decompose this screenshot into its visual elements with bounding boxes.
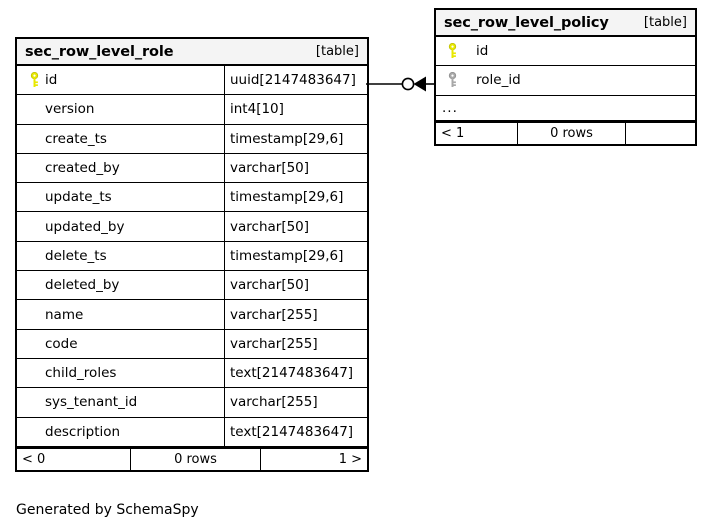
column-type-text: text[2147483647]	[230, 423, 354, 440]
relationship-connector-role-id-to-policy-role-id[interactable]	[366, 66, 440, 106]
column-type-text: varchar[255]	[230, 335, 318, 352]
column-name-cell: id	[17, 66, 225, 95]
column-name-text: updated_by	[45, 218, 125, 235]
table-sec-row-level-policy[interactable]: sec_row_level_policy [table] id	[434, 8, 697, 146]
table-row[interactable]: code varchar[255]	[17, 329, 367, 359]
yellow-key-icon	[440, 43, 464, 59]
column-name-text: delete_ts	[45, 247, 107, 264]
column-name-cell: updated_by	[17, 212, 225, 241]
table-row[interactable]: role_id	[436, 66, 695, 96]
column-type-text: text[2147483647]	[230, 365, 354, 382]
column-name-cell: deleted_by	[17, 271, 225, 300]
table-footer: < 1 0 rows	[436, 120, 695, 144]
column-type-text: varchar[50]	[230, 160, 310, 177]
column-name-text: role_id	[476, 72, 521, 89]
column-name-cell: id	[436, 37, 695, 65]
table-row[interactable]: name varchar[255]	[17, 300, 367, 330]
table-row[interactable]: sys_tenant_id varchar[255]	[17, 388, 367, 418]
column-type-text: varchar[255]	[230, 394, 318, 411]
column-name-text: created_by	[45, 160, 120, 177]
footer-row-count: 0 rows	[518, 122, 626, 144]
column-type-text: timestamp[29,6]	[230, 189, 344, 206]
column-name-text: id	[476, 43, 489, 60]
table-header: sec_row_level_role [table]	[17, 39, 367, 66]
column-name-text: sys_tenant_id	[45, 394, 138, 411]
table-title: sec_row_level_policy	[444, 14, 609, 31]
gray-key-icon	[440, 72, 464, 88]
column-type-text: int4[10]	[230, 101, 284, 118]
generated-by-caption: Generated by SchemaSpy	[16, 502, 199, 518]
table-kind-label: [table]	[315, 44, 359, 59]
column-name-cell: version	[17, 95, 225, 124]
footer-next-count[interactable]	[626, 123, 695, 144]
table-header: sec_row_level_policy [table]	[436, 10, 695, 37]
table-row[interactable]: delete_ts timestamp[29,6]	[17, 241, 367, 272]
column-name-cell: role_id	[436, 66, 695, 94]
column-name-text: id	[45, 72, 58, 89]
column-name-text: description	[45, 423, 121, 440]
column-name-text: version	[45, 101, 95, 118]
column-type-text: timestamp[29,6]	[230, 130, 344, 147]
table-row[interactable]: update_ts timestamp[29,6]	[17, 183, 367, 213]
table-footer: < 0 0 rows 1 >	[17, 446, 367, 470]
column-type-text: timestamp[29,6]	[230, 247, 344, 264]
column-name-cell: description	[17, 417, 225, 446]
column-name-text: code	[45, 335, 78, 352]
column-type-text: varchar[50]	[230, 277, 310, 294]
column-type-text: uuid[2147483647]	[230, 72, 356, 89]
footer-row-count: 0 rows	[131, 448, 261, 470]
table-row[interactable]: updated_by varchar[50]	[17, 212, 367, 242]
column-name-cell: sys_tenant_id	[17, 388, 225, 417]
column-name-cell: child_roles	[17, 358, 225, 388]
column-name-text: create_ts	[45, 130, 107, 147]
yellow-key-icon	[23, 72, 45, 88]
column-name-cell: created_by	[17, 153, 225, 183]
table-kind-label: [table]	[643, 15, 687, 30]
column-name-cell: code	[17, 329, 225, 358]
column-name-text: deleted_by	[45, 277, 120, 294]
table-row[interactable]: version int4[10]	[17, 95, 367, 125]
table-row[interactable]: created_by varchar[50]	[17, 153, 367, 184]
column-name-cell: update_ts	[17, 183, 225, 212]
table-row[interactable]: create_ts timestamp[29,6]	[17, 124, 367, 154]
column-name-text: update_ts	[45, 189, 112, 206]
column-name-cell: name	[17, 300, 225, 329]
footer-prev-count[interactable]: < 0	[17, 448, 131, 470]
table-row[interactable]: description text[2147483647]	[17, 417, 367, 447]
table-title: sec_row_level_role	[25, 43, 174, 60]
table-row[interactable]: child_roles text[2147483647]	[17, 358, 367, 389]
table-row[interactable]: deleted_by varchar[50]	[17, 271, 367, 301]
table-row-ellipsis[interactable]: ...	[436, 96, 695, 121]
column-name-cell: delete_ts	[17, 241, 225, 271]
column-name-text: name	[45, 306, 84, 323]
footer-prev-count[interactable]: < 1	[436, 122, 518, 144]
table-row[interactable]: id uuid[2147483647]	[17, 66, 367, 96]
column-type-text: varchar[50]	[230, 218, 310, 235]
footer-next-count[interactable]: 1 >	[338, 451, 362, 467]
column-name-text: child_roles	[45, 365, 117, 382]
column-name-cell: create_ts	[17, 124, 225, 153]
column-type-text: varchar[255]	[230, 306, 318, 323]
table-row[interactable]: id	[436, 37, 695, 67]
table-sec-row-level-role[interactable]: sec_row_level_role [table] id uuid[21474…	[15, 37, 369, 472]
